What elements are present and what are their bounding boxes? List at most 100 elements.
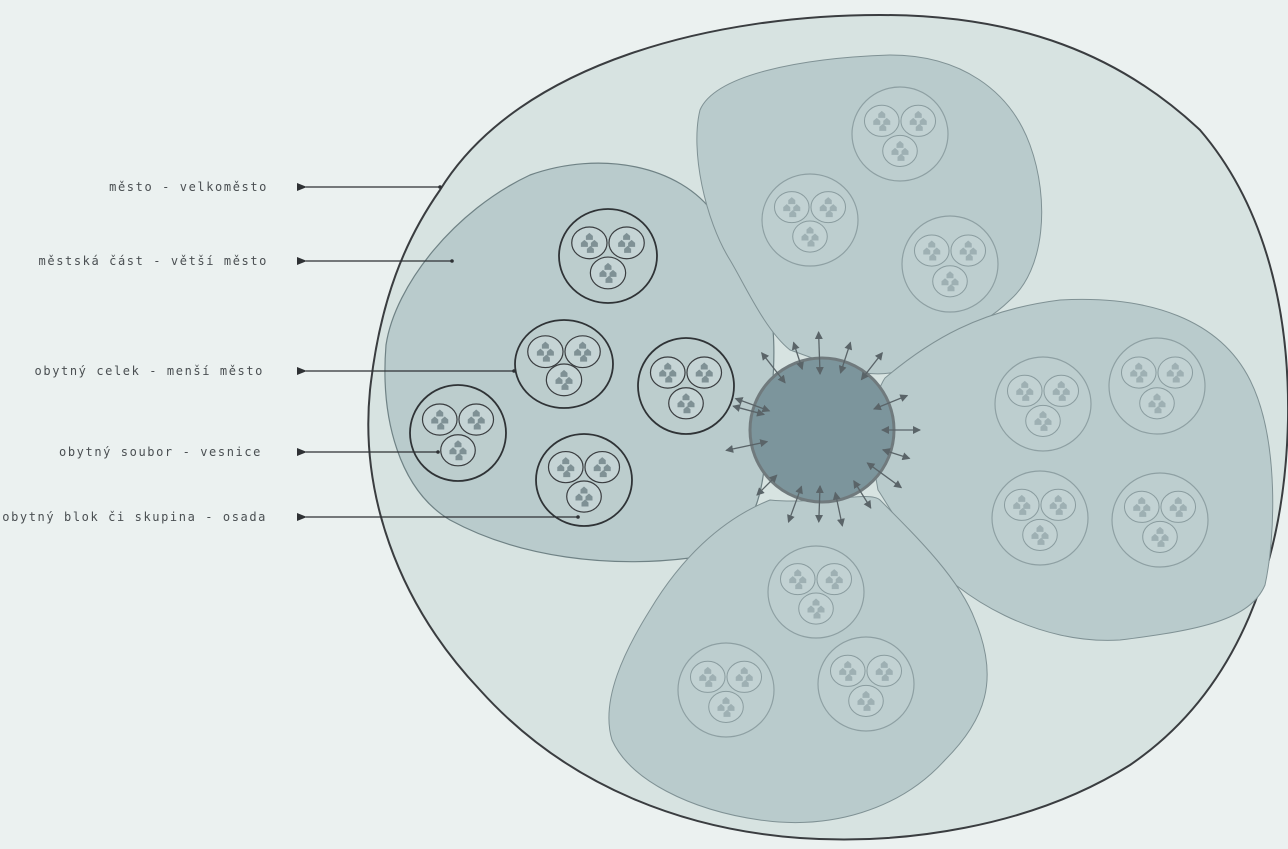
- house-icon: [807, 605, 815, 613]
- house-icon: [867, 697, 875, 705]
- house-icon: [477, 416, 485, 424]
- house-icon: [1023, 501, 1031, 509]
- house-icon: [467, 416, 475, 424]
- house-icon: [1140, 369, 1148, 377]
- exchange-arrow: [872, 394, 909, 411]
- house-icon: [1139, 509, 1147, 517]
- house-icon: [817, 605, 825, 613]
- house-icon: [807, 239, 815, 247]
- house-icon: [605, 275, 613, 283]
- house-icon: [933, 247, 941, 255]
- house-icon: [835, 576, 843, 584]
- house-icon: [664, 362, 672, 370]
- house-icon: [1174, 496, 1182, 504]
- district-bottom: [608, 495, 988, 823]
- residential-block: [649, 356, 686, 389]
- legend-label-district: městská část - větší město: [38, 254, 268, 268]
- house-icon: [1055, 507, 1063, 515]
- house-icon: [1022, 393, 1030, 401]
- house-icon: [580, 486, 588, 494]
- house-icon: [896, 140, 904, 148]
- house-icon: [928, 240, 936, 248]
- residential-complex: [1111, 472, 1209, 568]
- house-icon: [542, 354, 550, 362]
- house-icon: [901, 147, 909, 155]
- house-icon: [683, 406, 691, 414]
- house-icon: [454, 440, 462, 448]
- legend-dot-city: [438, 185, 442, 189]
- house-icon: [1133, 503, 1141, 511]
- house-icon: [574, 348, 582, 356]
- house-icon: [593, 464, 601, 472]
- residential-block: [1043, 374, 1080, 407]
- house-icon: [567, 464, 575, 472]
- exchange-arrow: [881, 448, 911, 461]
- residential-complex: [851, 86, 949, 182]
- residential-complex: [409, 384, 507, 482]
- legend-dot-complex: [436, 450, 440, 454]
- house-icon: [1034, 417, 1042, 425]
- house-icon: [741, 679, 749, 687]
- house-icon: [825, 576, 833, 584]
- house-icon: [695, 369, 703, 377]
- house-icon: [793, 204, 801, 212]
- residential-block: [866, 654, 903, 687]
- house-icon: [555, 376, 563, 384]
- house-icon: [455, 453, 463, 461]
- complex-boundary: [409, 384, 507, 482]
- residential-block: [708, 690, 744, 723]
- residential-block: [950, 234, 987, 267]
- house-icon: [878, 110, 886, 118]
- house-icon: [705, 369, 713, 377]
- residential-block: [689, 660, 726, 693]
- residential-complex: [677, 642, 775, 738]
- house-icon: [472, 409, 480, 417]
- residential-block: [900, 104, 937, 137]
- house-icon: [609, 269, 617, 277]
- exchange-arrow: [853, 480, 872, 509]
- legend-label-block: obytný blok či skupina - osada: [2, 510, 267, 524]
- house-icon: [1049, 501, 1057, 509]
- house-icon: [941, 278, 949, 286]
- house-icon: [801, 233, 809, 241]
- house-icon: [1158, 400, 1166, 408]
- house-icon: [844, 660, 852, 668]
- residential-complex: [514, 319, 614, 409]
- residential-block: [589, 256, 627, 290]
- residential-block: [564, 335, 601, 369]
- house-icon: [437, 422, 445, 430]
- house-icon: [599, 470, 607, 478]
- house-icon: [1151, 533, 1159, 541]
- residential-block: [1123, 490, 1160, 523]
- residential-block: [882, 134, 918, 167]
- house-icon: [704, 666, 712, 674]
- house-icon: [1172, 375, 1180, 383]
- house-icon: [923, 247, 931, 255]
- house-icon: [740, 666, 748, 674]
- house-icon: [806, 226, 814, 234]
- exchange-arrow: [791, 341, 804, 371]
- house-icon: [701, 375, 709, 383]
- house-icon: [929, 253, 937, 261]
- residential-block: [458, 403, 495, 436]
- exchange-arrow: [732, 404, 766, 417]
- house-icon: [546, 348, 554, 356]
- house-icon: [579, 341, 587, 349]
- house-icon: [659, 369, 667, 377]
- residential-block: [527, 335, 564, 369]
- house-icon: [1062, 387, 1070, 395]
- house-icon: [824, 197, 832, 205]
- house-icon: [431, 416, 439, 424]
- house-icon: [919, 117, 927, 125]
- house-icon: [783, 204, 791, 212]
- residential-block: [848, 684, 884, 717]
- residential-complex: [901, 215, 999, 313]
- house-icon: [1013, 501, 1021, 509]
- house-icon: [794, 569, 802, 577]
- house-icon: [1166, 369, 1174, 377]
- house-icon: [831, 582, 839, 590]
- house-icon: [575, 493, 583, 501]
- house-icon: [665, 375, 673, 383]
- house-icon: [562, 457, 570, 465]
